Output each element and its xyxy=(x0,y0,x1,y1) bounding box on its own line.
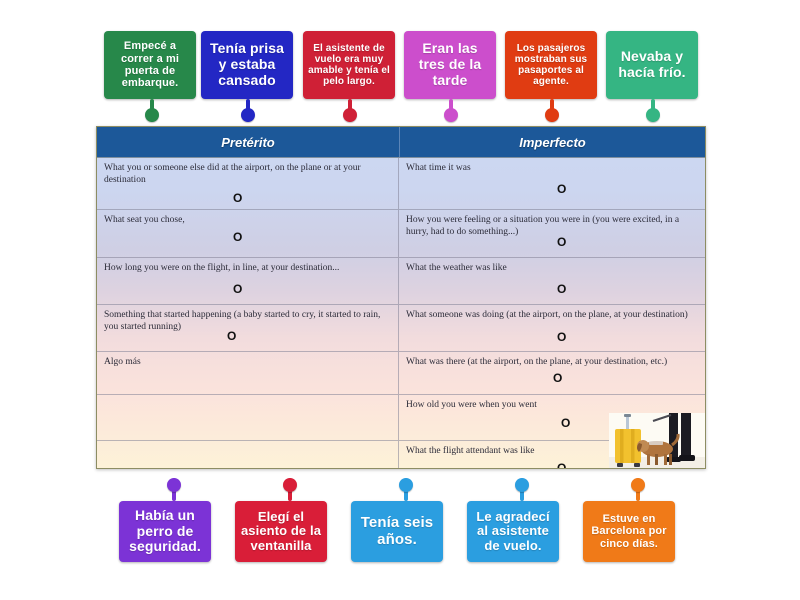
bottom-label-1-text: Había un perro de seguridad. xyxy=(129,506,201,555)
top-label-1-pin xyxy=(145,99,159,122)
table-cell-imperfecto: How old you were when you went xyxy=(399,395,705,440)
table-row: How long you were on the flight, in line… xyxy=(97,258,705,305)
top-label-6-pin-dot xyxy=(646,108,660,122)
cell-text: What was there (at the airport, on the p… xyxy=(406,357,668,367)
top-label-6-text: Nevaba y hacía frío. xyxy=(618,48,686,80)
cell-text: What someone was doing (at the airport, … xyxy=(406,310,688,320)
top-label-2-pin-dot xyxy=(241,108,255,122)
top-label-4-pin xyxy=(444,99,458,122)
top-label-5-pin xyxy=(545,99,559,122)
bottom-label-5-pin xyxy=(631,478,645,501)
bottom-label-2-text: Elegí el asiento de la ventanilla xyxy=(240,508,322,553)
bottom-label-2-pin-dot xyxy=(283,478,297,492)
top-label-1[interactable]: Empecé a correr a mi puerta de embarque. xyxy=(104,31,196,99)
bottom-label-4-pin-dot xyxy=(515,478,529,492)
table-cell-preterito xyxy=(97,441,399,468)
bottom-label-3[interactable]: Tenía seis años. xyxy=(351,501,443,562)
top-label-6-pin xyxy=(646,99,660,122)
cell-text: How old you were when you went xyxy=(406,400,537,410)
table-cell-preterito: What seat you chose, xyxy=(97,210,399,257)
drop-target-marker[interactable] xyxy=(557,283,566,295)
table-row: What the flight attendant was like xyxy=(97,441,705,468)
table-row: Algo más What was there (at the airport,… xyxy=(97,352,705,395)
top-label-3-pin xyxy=(343,99,357,122)
top-label-5-pin-dot xyxy=(545,108,559,122)
top-label-2-text: Tenía prisa y estaba cansado xyxy=(210,40,284,88)
top-label-3-text: El asistente de vuelo era muy amable y t… xyxy=(308,42,390,88)
top-label-3[interactable]: El asistente de vuelo era muy amable y t… xyxy=(303,31,395,99)
table-row: What seat you chose, How you were feelin… xyxy=(97,210,705,258)
table-cell-imperfecto: What someone was doing (at the airport, … xyxy=(399,305,705,351)
airport-photo xyxy=(609,413,705,468)
cell-text: What time it was xyxy=(406,163,471,173)
top-label-2[interactable]: Tenía prisa y estaba cansado xyxy=(201,31,293,99)
top-label-5-text: Los pasajeros mostraban sus pasaportes a… xyxy=(514,42,588,88)
cell-text: How you were feeling or a situation you … xyxy=(406,215,680,237)
table-cell-preterito: How long you were on the flight, in line… xyxy=(97,258,399,304)
bottom-label-3-text: Tenía seis años. xyxy=(360,513,434,548)
table-cell-preterito xyxy=(97,395,399,440)
table-header-imperfecto: Imperfecto xyxy=(519,134,586,150)
table-row: Something that started happening (a baby… xyxy=(97,305,705,352)
bottom-label-4[interactable]: Le agradecí al asistente de vuelo. xyxy=(467,501,559,562)
table-cell-imperfecto: How you were feeling or a situation you … xyxy=(399,210,705,257)
bottom-label-5-pin-dot xyxy=(631,478,645,492)
top-label-4-pin-dot xyxy=(444,108,458,122)
drop-target-marker[interactable] xyxy=(233,283,242,295)
cell-text: Algo más xyxy=(104,357,141,367)
table-header-preterito: Pretérito xyxy=(97,127,400,157)
drop-target-marker[interactable] xyxy=(557,331,566,343)
table-row: What you or someone else did at the airp… xyxy=(97,158,705,210)
drop-target-marker[interactable] xyxy=(233,231,242,243)
top-label-4-text: Eran las tres de la tarde xyxy=(418,40,482,88)
top-label-3-pin-dot xyxy=(343,108,357,122)
bottom-label-3-pin-dot xyxy=(399,478,413,492)
cell-text: What the flight attendant was like xyxy=(406,446,535,456)
top-label-5[interactable]: Los pasajeros mostraban sus pasaportes a… xyxy=(505,31,597,99)
bottom-label-1-pin-dot xyxy=(167,478,181,492)
table-row: How old you were when you went xyxy=(97,395,705,441)
cell-text: How long you were on the flight, in line… xyxy=(104,263,340,273)
drop-target-marker[interactable] xyxy=(557,462,566,468)
table-cell-imperfecto: What the flight attendant was like xyxy=(399,441,705,468)
bottom-label-3-pin xyxy=(399,478,413,501)
cell-text: What the weather was like xyxy=(406,263,507,273)
table-cell-preterito: What you or someone else did at the airp… xyxy=(97,158,399,209)
cell-text: What you or someone else did at the airp… xyxy=(104,163,361,185)
table-cell-imperfecto: What time it was xyxy=(399,158,705,209)
top-label-1-pin-dot xyxy=(145,108,159,122)
cell-text: What seat you chose, xyxy=(104,215,185,225)
table-cell-imperfecto: What was there (at the airport, on the p… xyxy=(399,352,705,394)
top-label-4[interactable]: Eran las tres de la tarde xyxy=(404,31,496,99)
drop-target-marker[interactable] xyxy=(553,372,562,384)
table-header-row: Pretérito Imperfecto xyxy=(97,127,705,158)
bottom-label-5-text: Estuve en Barcelona por cinco días. xyxy=(591,513,667,550)
table-cell-preterito: Algo más xyxy=(97,352,399,394)
drop-target-marker[interactable] xyxy=(227,330,236,342)
top-label-6[interactable]: Nevaba y hacía frío. xyxy=(606,31,698,99)
preterito-imperfecto-table: Pretérito Imperfecto What you or someone… xyxy=(96,126,706,469)
drop-target-marker[interactable] xyxy=(557,236,566,248)
drop-target-marker[interactable] xyxy=(233,192,242,204)
drop-target-marker[interactable] xyxy=(561,417,570,429)
table-cell-imperfecto: What the weather was like xyxy=(399,258,705,304)
bottom-label-1-pin xyxy=(167,478,181,501)
bottom-label-2-pin xyxy=(283,478,297,501)
bottom-label-4-pin xyxy=(515,478,529,501)
bottom-label-5[interactable]: Estuve en Barcelona por cinco días. xyxy=(583,501,675,562)
drop-target-marker[interactable] xyxy=(557,183,566,195)
bottom-label-2[interactable]: Elegí el asiento de la ventanilla xyxy=(235,501,327,562)
cell-text: Something that started happening (a baby… xyxy=(104,310,381,332)
bottom-label-1[interactable]: Había un perro de seguridad. xyxy=(119,501,211,562)
bottom-label-4-text: Le agradecí al asistente de vuelo. xyxy=(476,508,550,553)
airport-photo-illustration xyxy=(609,413,705,468)
top-label-2-pin xyxy=(241,99,255,122)
top-label-1-text: Empecé a correr a mi puerta de embarque. xyxy=(121,40,179,90)
table-cell-preterito: Something that started happening (a baby… xyxy=(97,305,399,351)
